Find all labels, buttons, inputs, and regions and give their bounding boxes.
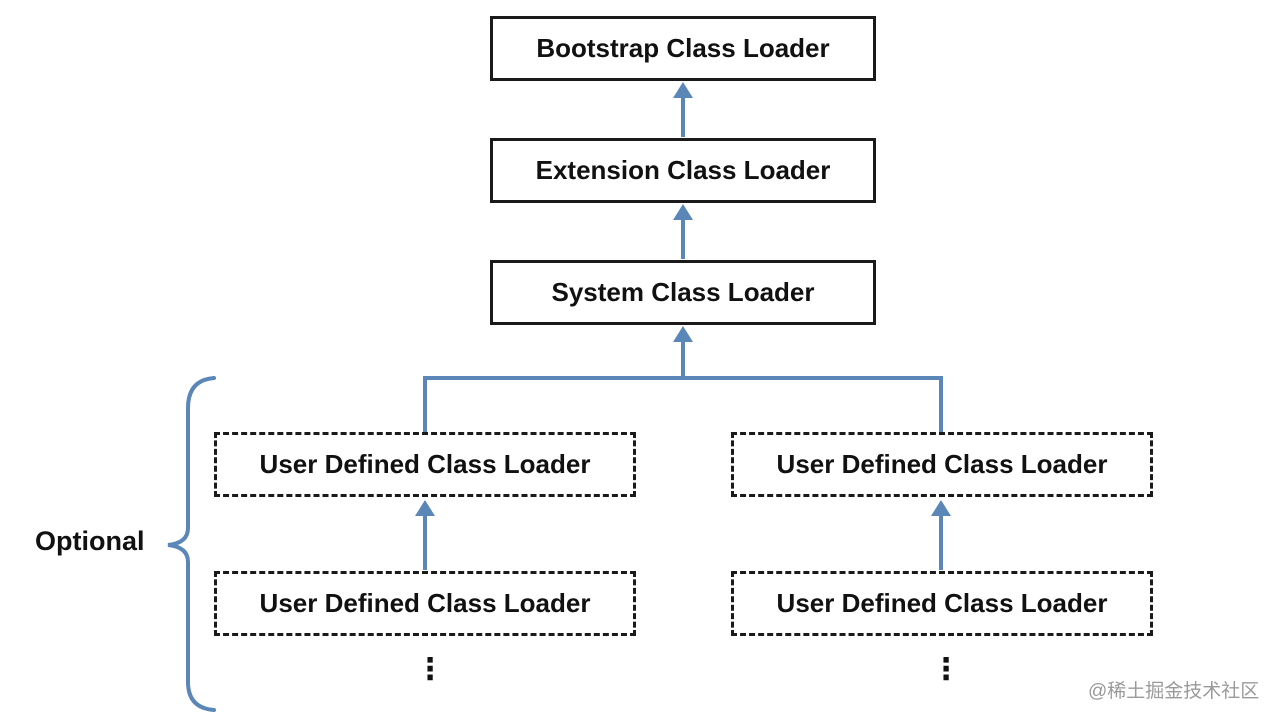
arrowhead-bootstrap (673, 82, 693, 98)
user-defined-class-loader-box-right-2: User Defined Class Loader (731, 571, 1153, 636)
arrowhead-extension (673, 204, 693, 220)
arrowhead-user-right1 (931, 500, 951, 516)
connector-users-to-system (423, 334, 943, 432)
user-defined-class-loader-label: User Defined Class Loader (776, 449, 1108, 479)
optional-label: Optional (35, 526, 145, 556)
continuation-dots-left: ⋮ (415, 653, 445, 686)
system-class-loader-box: System Class Loader (490, 260, 876, 325)
user-defined-class-loader-box-left-2: User Defined Class Loader (214, 571, 636, 636)
bootstrap-class-loader-box: Bootstrap Class Loader (490, 16, 876, 81)
arrowhead-user-left1 (415, 500, 435, 516)
continuation-dots-right: ⋮ (931, 653, 961, 686)
user-defined-class-loader-label: User Defined Class Loader (259, 588, 591, 618)
user-defined-class-loader-label: User Defined Class Loader (776, 588, 1108, 618)
extension-class-loader-box: Extension Class Loader (490, 138, 876, 203)
watermark: @稀土掘金技术社区 (1088, 681, 1260, 702)
arrowhead-system (673, 326, 693, 342)
optional-brace (167, 376, 216, 712)
bootstrap-class-loader-label: Bootstrap Class Loader (536, 33, 830, 63)
system-class-loader-label: System Class Loader (551, 277, 815, 307)
extension-class-loader-label: Extension Class Loader (535, 155, 831, 185)
user-defined-class-loader-box-left-1: User Defined Class Loader (214, 432, 636, 497)
user-defined-class-loader-box-right-1: User Defined Class Loader (731, 432, 1153, 497)
user-defined-class-loader-label: User Defined Class Loader (259, 449, 591, 479)
